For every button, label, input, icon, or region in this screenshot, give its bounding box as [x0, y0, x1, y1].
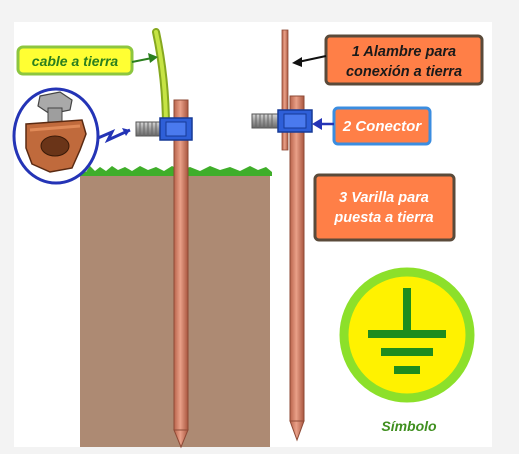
svg-text:3 Varilla para: 3 Varilla para	[339, 190, 429, 206]
connector-detail-inset	[12, 87, 100, 185]
connector-label: 2 Conector	[332, 106, 432, 146]
left-ground-rod	[173, 99, 189, 449]
symbol-caption: Símbolo	[381, 418, 437, 434]
ground-symbol-icon	[339, 267, 475, 403]
right-ground-rod	[289, 95, 305, 442]
svg-text:puesta a tierra: puesta a tierra	[333, 210, 433, 226]
svg-text:1 Alambre para: 1 Alambre para	[352, 44, 456, 60]
wire-label: 1 Alambre para conexión a tierra	[324, 34, 484, 86]
detail-pointer-arrow	[97, 128, 131, 144]
left-connector	[135, 117, 193, 141]
svg-text:conexión a tierra: conexión a tierra	[346, 64, 462, 80]
rod-label: 3 Varilla para puesta a tierra	[313, 173, 456, 242]
cable-label-arrow	[131, 57, 153, 63]
wire-label-arrow	[297, 55, 327, 63]
right-ground-wire	[281, 29, 289, 151]
cable-label: cable a tierra	[16, 45, 134, 76]
svg-text:2 Conector: 2 Conector	[342, 118, 423, 135]
svg-text:cable a tierra: cable a tierra	[32, 53, 119, 69]
right-connector	[251, 109, 313, 133]
